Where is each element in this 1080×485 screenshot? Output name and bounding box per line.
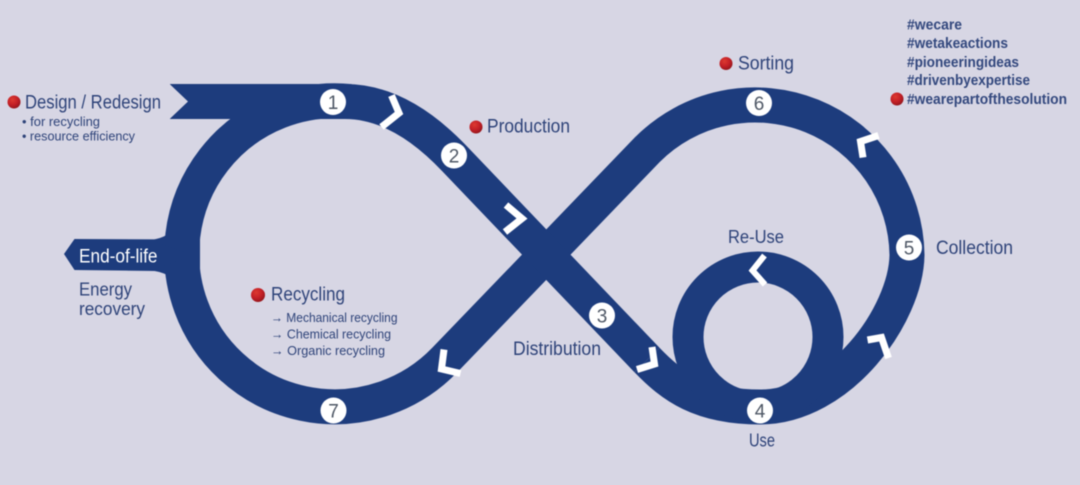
svg-text:6: 6	[754, 94, 765, 115]
svg-text:5: 5	[904, 239, 915, 260]
svg-text:#wearepartofthesolution: #wearepartofthesolution	[907, 91, 1067, 108]
svg-text:Re-Use: Re-Use	[728, 227, 784, 247]
svg-text:Use: Use	[749, 431, 775, 451]
svg-text:#drivenbyexpertise: #drivenbyexpertise	[907, 72, 1030, 89]
svg-text:End-of-life: End-of-life	[79, 247, 158, 268]
svg-text:Sorting: Sorting	[738, 54, 794, 75]
svg-text:#wetakeactions: #wetakeactions	[907, 35, 1008, 52]
svg-text:4: 4	[755, 402, 766, 423]
svg-text:Recycling: Recycling	[271, 285, 345, 306]
svg-text:Distribution: Distribution	[513, 339, 601, 360]
svg-text:2: 2	[449, 147, 460, 168]
svg-text:Energy: Energy	[79, 279, 133, 300]
svg-text:Design / Redesign: Design / Redesign	[25, 92, 161, 114]
svg-text:• resource efficiency: • resource efficiency	[22, 130, 136, 144]
svg-text:• for recycling: • for recycling	[22, 115, 100, 129]
svg-text:7: 7	[328, 402, 339, 423]
svg-text:Production: Production	[487, 117, 570, 138]
svg-text:1: 1	[328, 93, 339, 114]
svg-text:#pioneeringideas: #pioneeringideas	[907, 54, 1019, 71]
svg-text:Collection: Collection	[936, 238, 1013, 259]
svg-text:3: 3	[597, 307, 608, 328]
svg-text:#wecare: #wecare	[907, 17, 962, 34]
svg-text:→ Chemical recycling: → Chemical recycling	[271, 327, 391, 342]
svg-text:→ Mechanical recycling: → Mechanical recycling	[271, 310, 398, 325]
svg-text:→ Organic recycling: → Organic recycling	[271, 343, 385, 358]
svg-text:recovery: recovery	[79, 298, 146, 319]
